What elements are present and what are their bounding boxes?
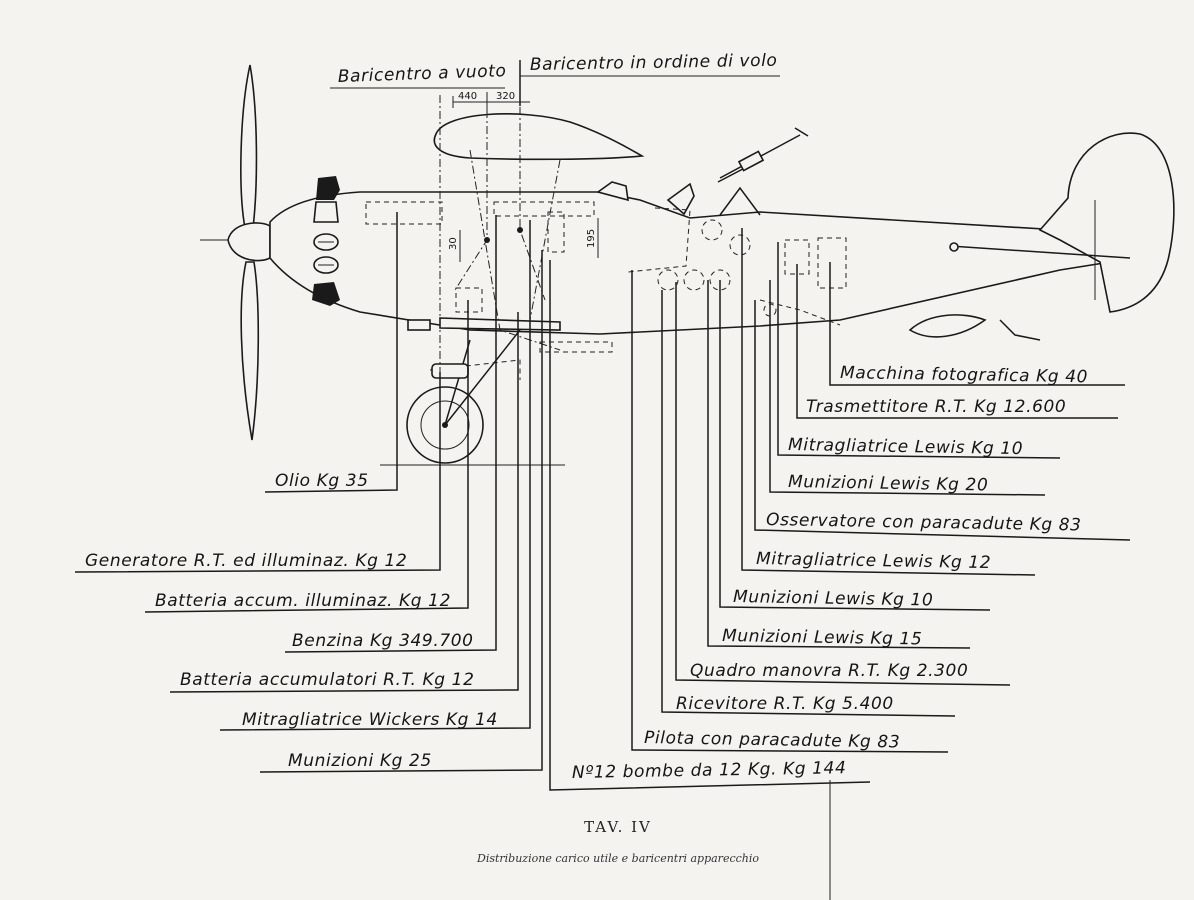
- cg-empty-label: Baricentro a vuoto: [337, 61, 506, 87]
- label-munizioni: Munizioni Kg 25: [288, 751, 432, 771]
- tail-fin: [1038, 132, 1175, 313]
- load-blocks: [365, 201, 847, 353]
- label-munizioni-lewis-15: Munizioni Lewis Kg 15: [722, 626, 923, 649]
- dim-320: 320: [496, 91, 515, 102]
- cg-construction: [439, 75, 599, 470]
- upper-wing: [433, 113, 645, 161]
- dim-440: 440: [458, 91, 477, 102]
- label-trasmettitore: Trasmettitore R.T. Kg 12.600: [806, 397, 1066, 417]
- label-batteria-illuminazione: Batteria accum. illuminaz. Kg 12: [155, 591, 451, 611]
- label-mitragliatrice-wickers: Mitragliatrice Wickers Kg 14: [242, 710, 498, 730]
- label-mitragliatrice-lewis-10: Mitragliatrice Lewis Kg 10: [788, 435, 1023, 459]
- label-batteria-rt: Batteria accumulatori R.T. Kg 12: [180, 670, 475, 690]
- cg-flight-label: Baricentro in ordine di volo: [530, 51, 778, 75]
- plate-subtitle: Distribuzione carico utile e baricentri …: [476, 852, 759, 865]
- label-quadro-manovra: Quadro manovra R.T. Kg 2.300: [690, 661, 968, 681]
- label-pilota: Pilota con paracadute Kg 83: [644, 728, 900, 752]
- label-mitragliatrice-lewis-12: Mitragliatrice Lewis Kg 12: [756, 549, 991, 573]
- label-ricevitore: Ricevitore R.T. Kg 5.400: [676, 694, 894, 714]
- label-generatore: Generatore R.T. ed illuminaz. Kg 12: [85, 551, 407, 571]
- label-bombe: Nº12 bombe da 12 Kg. Kg 144: [572, 758, 847, 783]
- propeller: [200, 64, 271, 441]
- plate-title: TAV. IV: [584, 818, 652, 836]
- label-munizioni-lewis-10: Munizioni Lewis Kg 10: [733, 587, 934, 610]
- cg-header: [330, 60, 780, 110]
- right-leaders: [549, 228, 1131, 900]
- dim-30: 30: [448, 237, 459, 250]
- left-leaders: [74, 212, 543, 773]
- engine-cylinders: [312, 176, 340, 306]
- label-benzina: Benzina Kg 349.700: [292, 631, 474, 651]
- label-munizioni-lewis-20: Munizioni Lewis Kg 20: [788, 472, 989, 495]
- dim-195: 195: [586, 229, 597, 248]
- label-olio: Olio Kg 35: [275, 471, 369, 491]
- aircraft-side-view: [200, 64, 1175, 470]
- label-macchina-fotografica: Macchina fotografica Kg 40: [840, 363, 1088, 387]
- rear-machine-gun: [717, 127, 809, 216]
